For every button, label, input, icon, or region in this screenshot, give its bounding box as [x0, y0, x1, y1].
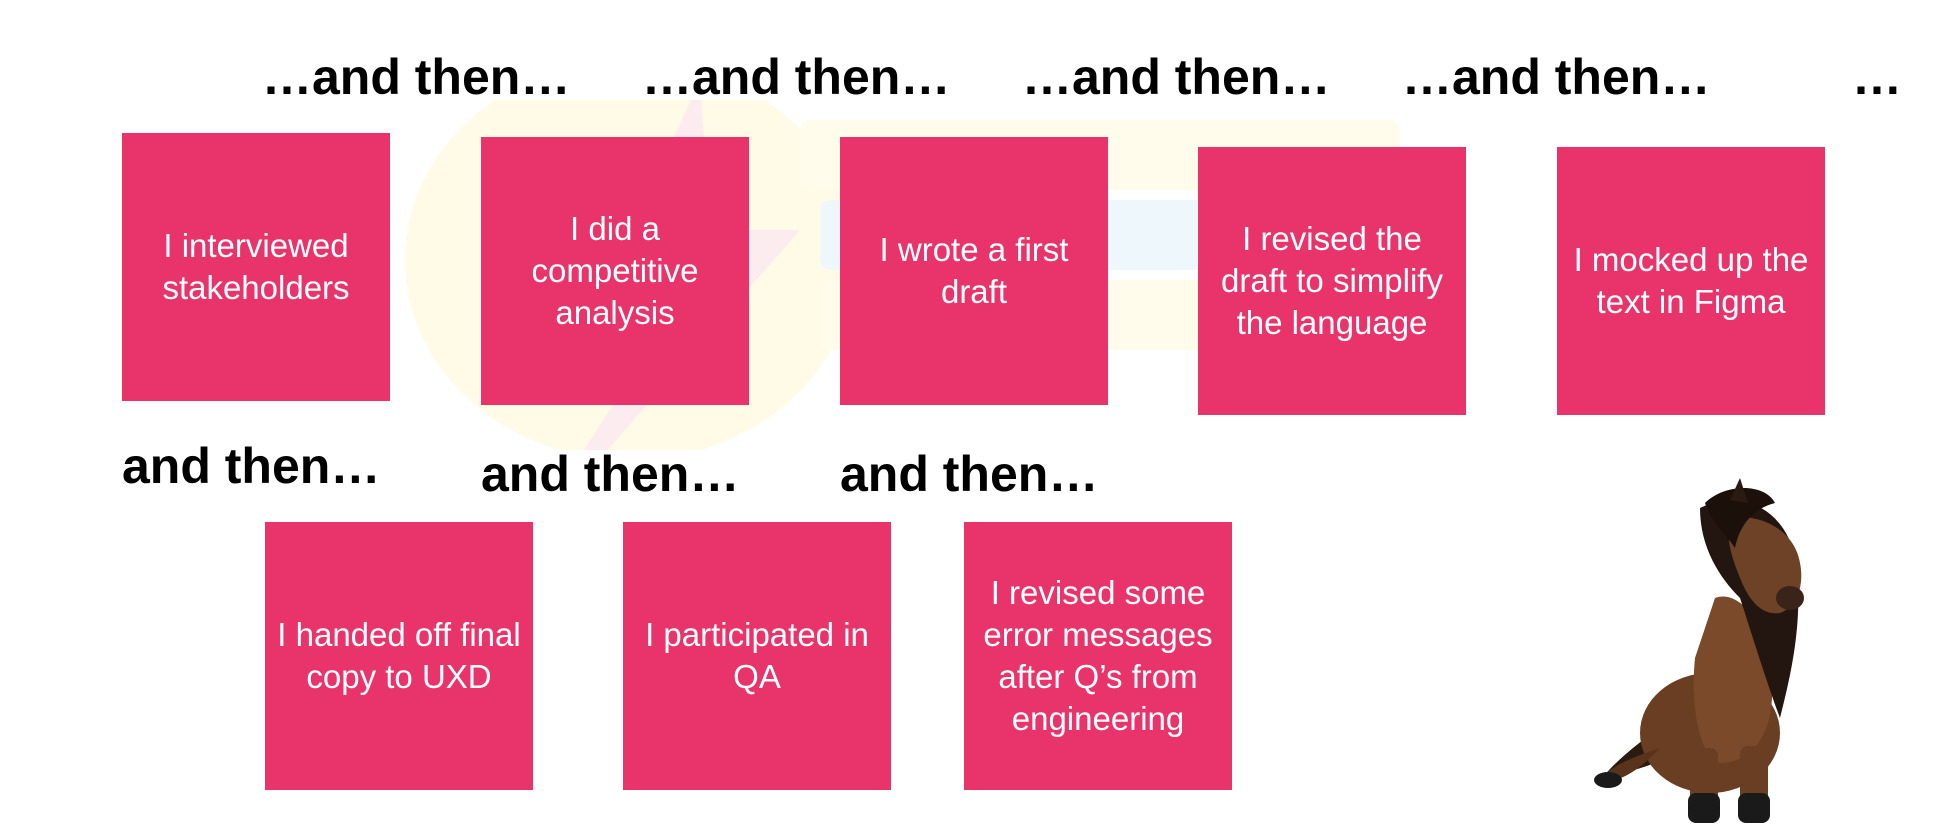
sticky-note-text: I revised the draft to simplify the lang… [1221, 220, 1443, 341]
sticky-note-competitive-analysis: I did a competitive analysis [481, 137, 749, 405]
connector-bottom-1: and then… [122, 438, 381, 494]
sticky-note-text: I revised some error messages after Q’s … [983, 574, 1213, 737]
connector-bottom-2: and then… [481, 446, 740, 502]
connector-top-2: …and then… [642, 49, 951, 105]
connector-top-4: …and then… [1402, 49, 1711, 105]
sticky-note-revised-draft: I revised the draft to simplify the lang… [1198, 147, 1466, 415]
sticky-note-revised-error-messages: I revised some error messages after Q’s … [964, 522, 1232, 790]
sticky-note-text: I handed off final copy to UXD [277, 616, 521, 695]
sticky-note-participated-qa: I participated in QA [623, 522, 891, 790]
sticky-note-text: I did a competitive analysis [531, 210, 699, 331]
sticky-note-handed-off-copy: I handed off final copy to UXD [265, 522, 533, 790]
sticky-note-text: I interviewed stakeholders [162, 227, 350, 306]
sticky-note-first-draft: I wrote a first draft [840, 137, 1108, 405]
sticky-note-interviewed-stakeholders: I interviewed stakeholders [122, 133, 390, 401]
sticky-note-text: I participated in QA [645, 616, 869, 695]
connector-top-1: …and then… [262, 49, 571, 105]
connector-bottom-3: and then… [840, 446, 1099, 502]
sticky-note-text: I wrote a first draft [879, 231, 1069, 310]
sticky-note-mocked-up-figma: I mocked up the text in Figma [1557, 147, 1825, 415]
connector-top-3: …and then… [1022, 49, 1331, 105]
sticky-note-text: I mocked up the text in Figma [1573, 241, 1809, 320]
connector-top-ellipsis: … [1852, 49, 1902, 105]
pony-image [1594, 478, 1804, 823]
